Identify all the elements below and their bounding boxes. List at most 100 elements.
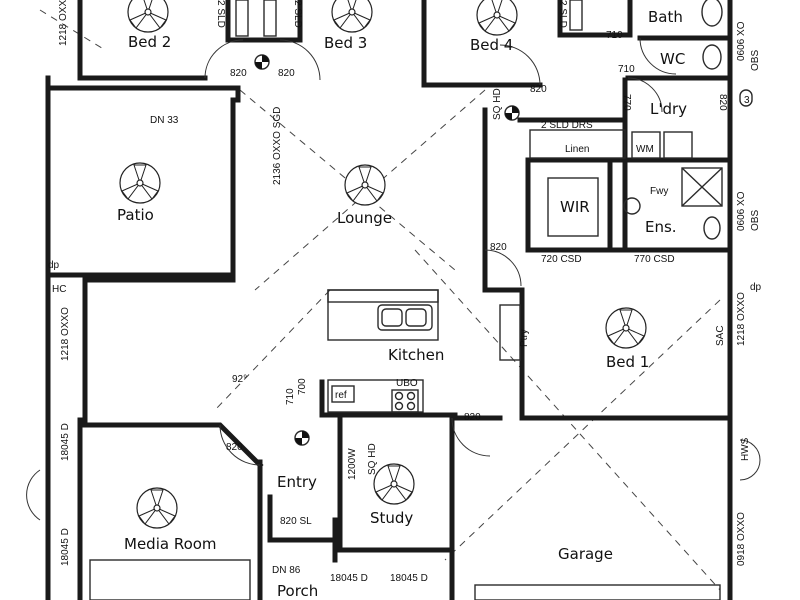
note-csd: 720 CSD [541,254,582,265]
fan-icon [136,487,178,529]
fixtures [89,0,753,600]
diagonal-line [444,299,721,561]
note-sld: 2 SLD [215,0,226,28]
note-window: 1218 OXXO [58,0,69,46]
note-window: 1218 OXXO [60,307,71,361]
robe-icon [263,0,277,37]
burner-icon [394,401,404,411]
note-window: 18045 D [60,423,71,461]
note-dn33: DN 33 [150,115,179,126]
shower-cross [681,167,723,207]
note-window: 0918 OXXO [736,512,747,566]
wall [482,107,525,418]
note-door: 1200W [347,448,358,480]
note-window: 18045 D [390,573,428,584]
fan-icon [476,0,518,36]
room-label-garage: Garage [558,545,613,563]
note-door: 700 [297,378,308,395]
door-swing [484,249,522,287]
note-door: 710 [618,64,635,75]
diagonal-line [214,289,331,411]
laundry-tub-icon [663,131,693,159]
room-label-media: Media Room [124,535,217,553]
wir-shelf [547,177,599,237]
note-sq-hd: SQ HD [367,443,378,475]
garage-door [474,584,721,600]
note-circle: 3 [744,95,750,106]
room-label-bed2: Bed 2 [128,33,171,51]
window-arc [26,469,41,521]
label-linen: Linen [565,144,589,155]
washing-machine-icon [631,131,661,159]
note-fwy: Fwy [650,186,668,197]
wall [77,0,208,81]
note-obs: OBS [750,210,761,231]
bath-basin-icon [701,0,723,27]
note-door: 710 [285,388,296,405]
media-bench [89,559,251,600]
fan-icon [119,162,161,204]
room-labels: Bed 2 Bed 3 Bed 4 Bath WC L'dry Linen WM… [117,8,687,600]
note-door: 710 [606,30,623,41]
window-arc [739,439,761,481]
room-label-bath: Bath [648,8,683,26]
note-window: 0606 XO [736,21,747,61]
robe-icon [569,0,583,31]
note-dp: dp [750,282,762,293]
note-hws: HWS [740,437,751,461]
door-swing [639,37,677,75]
room-label-porch: Porch [277,582,318,600]
note-window: 1218 OXXO [736,292,747,346]
ensuite-toilet-icon [703,216,721,240]
kitchen-bench [327,379,424,413]
label-pantry: Ptry [519,329,530,347]
diagonal-line [39,9,106,51]
door-swing [627,77,663,113]
robe-icon [235,0,249,37]
room-label-ensuite: Ens. [645,218,677,236]
ceiling-fans [119,0,647,529]
door-swing [219,424,261,466]
wall [45,97,236,278]
note-door: 820 [717,94,728,111]
light-icon [254,54,270,70]
wall [45,85,241,103]
room-label-wc: WC [660,50,685,68]
note-sl: 820 SL [280,516,312,527]
door-swing [279,39,321,81]
room-label-lounge: Lounge [337,209,392,227]
room-label-bed3: Bed 3 [324,34,367,52]
note-window: 18045 D [330,573,368,584]
wall [421,0,543,88]
note-window: 0606 XO [736,191,747,231]
diagonal-line [414,249,721,591]
island-edge [327,289,439,303]
note-door: 820 [226,442,243,453]
burner-icon [394,391,404,401]
light-points [254,54,520,446]
note-door: 770 [621,94,632,111]
wall [337,412,455,600]
note-sld-drs: 2 SLD DRS [541,120,593,131]
note-sld: 2 SLD [557,0,568,28]
hws-icon [739,89,753,107]
note-sld: 2 SLD [292,0,303,28]
dimension-notes: 820 820 820 710 710 770 820 820 820 820 … [48,0,762,584]
light-icon [504,105,520,121]
fan-icon [127,0,169,33]
fan-icon [331,0,373,33]
toilet-icon [702,44,722,70]
shower-icon [681,167,723,207]
note-door: 820 [230,68,247,79]
note-door: 820 [278,68,295,79]
room-label-bed4: Bed 4 [470,36,513,54]
kitchen-island [327,289,439,341]
note-door: 820 [490,242,507,253]
sink-bowl-icon [381,308,403,327]
note-door: 820 [530,84,547,95]
note-obs: OBS [750,50,761,71]
room-label-laundry: L'dry [650,100,687,118]
fridge-space [331,385,355,403]
note-dn86: DN 86 [272,565,301,576]
